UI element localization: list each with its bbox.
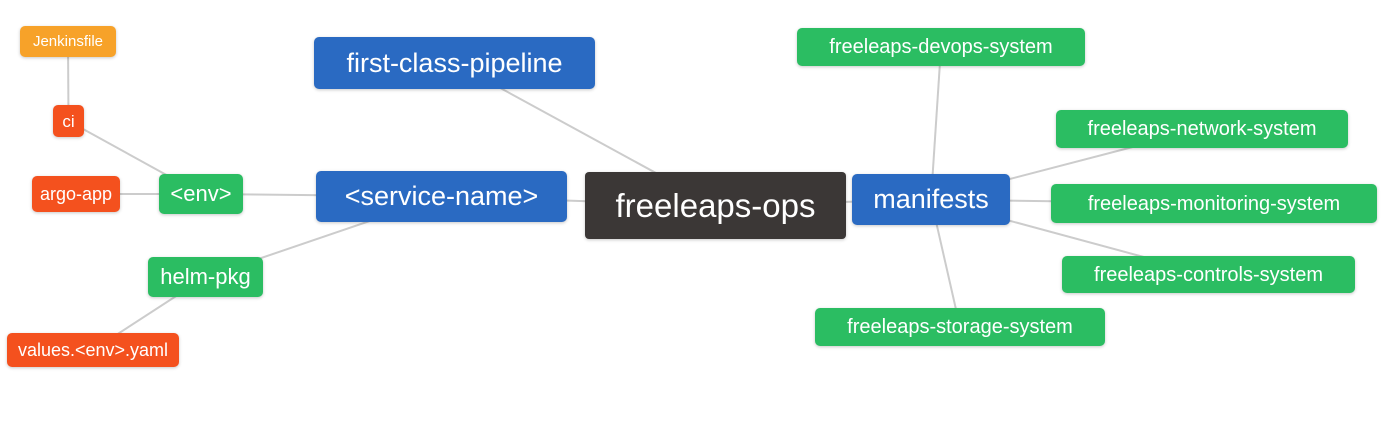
node-freeleaps-network-system[interactable]: freeleaps-network-system [1056,110,1348,148]
node-ci[interactable]: ci [53,105,84,137]
node-values-env-yaml[interactable]: values.<env>.yaml [7,333,179,367]
node-freeleaps-ops[interactable]: freeleaps-ops [585,172,846,239]
node-freeleaps-controls-system[interactable]: freeleaps-controls-system [1062,256,1355,293]
node-env[interactable]: <env> [159,174,243,214]
node-first-class-pipeline[interactable]: first-class-pipeline [314,37,595,89]
node-jenkinsfile[interactable]: Jenkinsfile [20,26,116,57]
node-argo-app[interactable]: argo-app [32,176,120,212]
node-helm-pkg[interactable]: helm-pkg [148,257,263,297]
node-freeleaps-monitoring-system[interactable]: freeleaps-monitoring-system [1051,184,1377,223]
node-freeleaps-storage-system[interactable]: freeleaps-storage-system [815,308,1105,346]
node-manifests[interactable]: manifests [852,174,1010,225]
node-freeleaps-devops-system[interactable]: freeleaps-devops-system [797,28,1085,66]
node-service-name[interactable]: <service-name> [316,171,567,222]
